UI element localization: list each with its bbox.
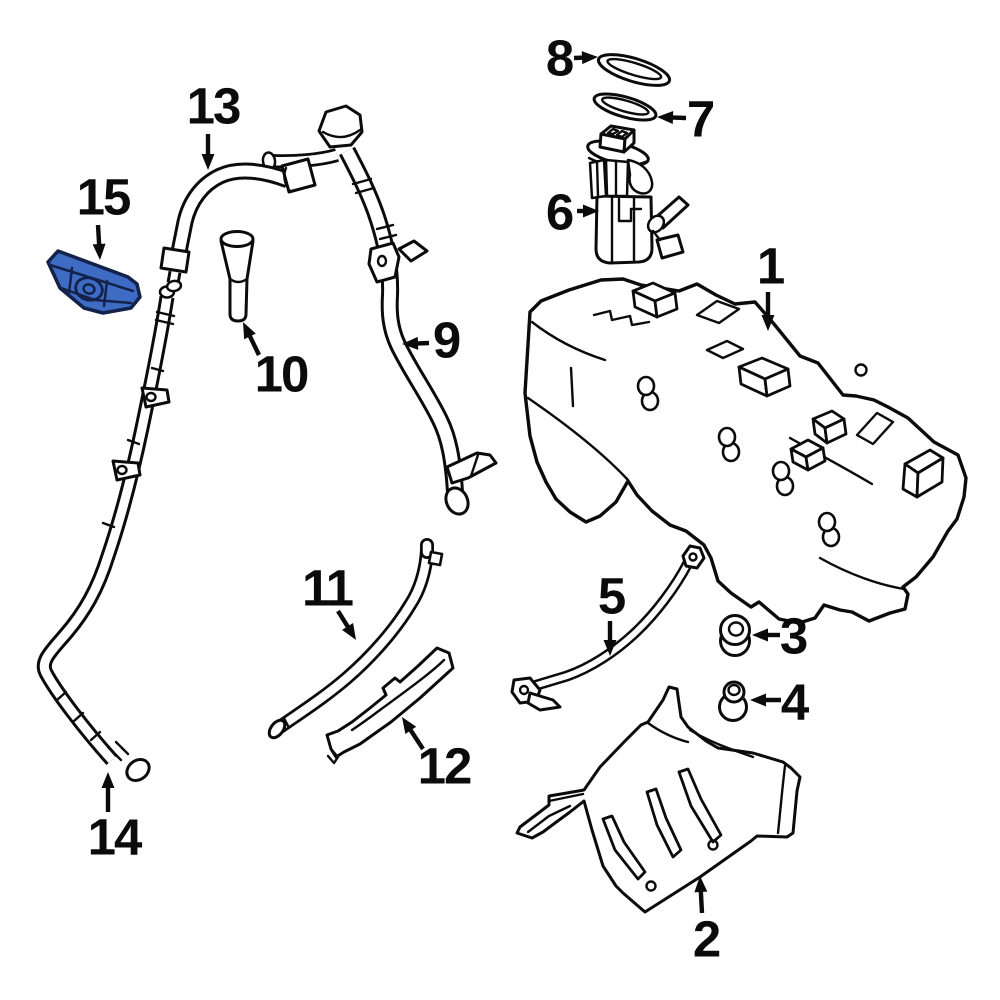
callout-arrow-head-4 (750, 693, 766, 707)
callout-arrow-line-11 (336, 609, 352, 631)
callout-arrow-line-10 (246, 332, 261, 356)
tank-boss-right-2 (789, 438, 827, 472)
callout-arrow-head-8 (581, 51, 598, 65)
callout-arrows (92, 51, 781, 914)
part-8-o-ring (596, 53, 672, 87)
callout-arrow-head-13 (201, 154, 215, 170)
tank-boss-center (737, 356, 792, 398)
callout-arrow-line-12 (407, 726, 425, 751)
tank-boss-right-3 (901, 448, 945, 499)
callout-arrow-line-15 (95, 224, 102, 248)
part-15-highlighted-bracket (46, 249, 142, 315)
callout-arrow-head-9 (402, 336, 419, 350)
callout-arrow-head-5 (603, 640, 617, 656)
part-6-fuel-pump-module (586, 124, 690, 265)
tank-pad-top (695, 299, 741, 325)
part-2-heat-shield (515, 685, 802, 914)
callout-arrow-head-10 (243, 322, 256, 340)
part-11-strap (267, 538, 444, 740)
tank-boss-right-1 (811, 409, 848, 445)
callout-arrow-head-1 (761, 315, 775, 331)
tank-pad-mid (705, 339, 745, 360)
tank-pad-right (855, 411, 895, 446)
part-14-fuel-line (36, 285, 176, 783)
callout-arrow-line-2 (698, 888, 705, 914)
part-7-o-ring (592, 92, 658, 122)
callout-arrow-head-6 (583, 204, 599, 218)
callout-arrow-head-2 (694, 876, 708, 893)
part-13-vent-tube (159, 157, 317, 293)
part-1-fuel-tank (523, 277, 968, 625)
tank-boss-top-left (631, 281, 679, 319)
callout-arrow-head-14 (101, 772, 115, 788)
part-3-grommet (719, 614, 751, 657)
callout-arrow-head-15 (92, 243, 106, 260)
part-10-funnel (219, 230, 255, 323)
part-4-grommet (718, 680, 748, 722)
part-9-filler-tube (261, 104, 498, 516)
part-12-bracket (325, 646, 455, 765)
tank-slots (636, 375, 841, 548)
callout-arrow-head-3 (752, 628, 768, 642)
callout-arrow-head-11 (342, 622, 356, 640)
callout-arrow-head-12 (402, 717, 417, 734)
callout-arrow-head-7 (657, 111, 674, 125)
part-5-tank-strap (510, 544, 706, 712)
